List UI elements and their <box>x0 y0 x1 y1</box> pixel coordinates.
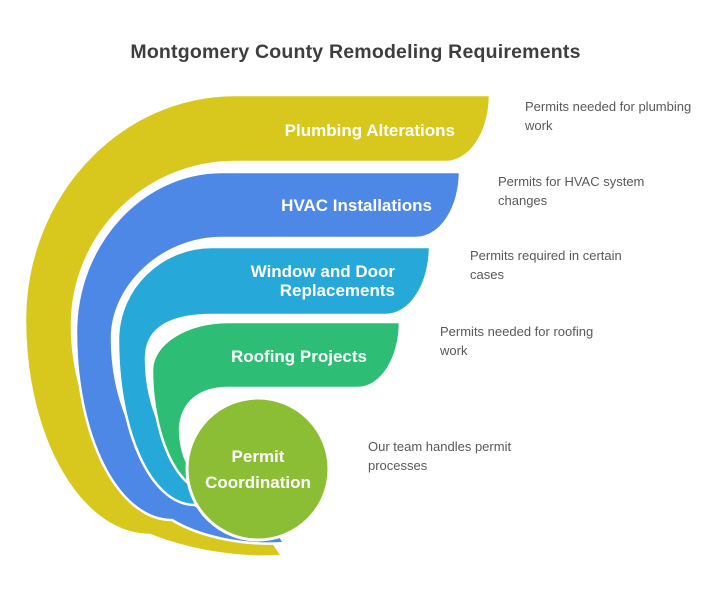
note-roofing: Permits needed for roofing work <box>440 324 594 358</box>
band-label-hvac: HVAC Installations <box>281 196 432 215</box>
note-permit: Our team handles permit processes <box>368 439 512 473</box>
note-plumbing: Permits needed for plumbing work <box>525 99 692 133</box>
note-window: Permits required in certain cases <box>470 248 622 282</box>
funnel-circle-permit-icon <box>185 396 331 542</box>
band-label-window: Window and Door Replacements <box>250 262 395 300</box>
band-label-plumbing: Plumbing Alterations <box>284 121 455 140</box>
circle-label-permit: Permit Coordination <box>205 447 311 492</box>
note-hvac: Permits for HVAC system changes <box>498 174 645 208</box>
band-label-roofing: Roofing Projects <box>230 347 367 366</box>
page-title: Montgomery County Remodeling Requirement… <box>130 41 581 63</box>
